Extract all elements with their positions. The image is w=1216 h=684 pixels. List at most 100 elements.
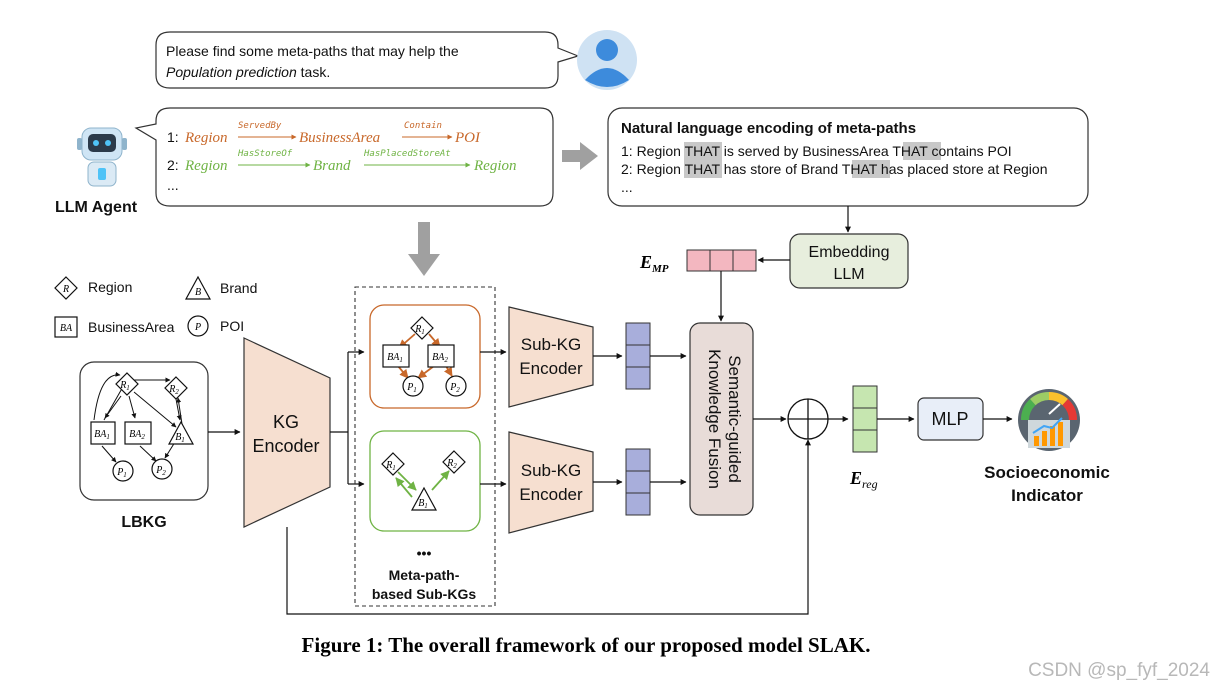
legend: R Region B Brand BA BusinessArea P POI [54, 275, 257, 338]
lbkg-node-ba1: BA1 [90, 421, 116, 445]
metapath-1-node-businessarea: BusinessArea [299, 130, 380, 146]
svg-text:POI: POI [220, 318, 244, 334]
svg-text:B: B [195, 287, 201, 298]
svg-text:P1: P1 [406, 382, 417, 394]
subkg-orange-node-ba1: BA1 [382, 344, 410, 368]
legend-poi: P POI [187, 315, 244, 337]
subkg-encoder-2: Sub-KG Encoder [508, 431, 594, 534]
svg-text:KG: KG [273, 412, 299, 432]
user-request-line2: Population prediction task. [166, 64, 330, 80]
agent-label: LLM Agent [55, 199, 138, 216]
that-highlight [684, 160, 722, 178]
lbkg-node-p2: P2 [151, 458, 173, 480]
robot-icon [77, 127, 127, 187]
indicator-label-line2: Indicator [1011, 486, 1083, 505]
gauge-chart-icon [1018, 389, 1080, 451]
svg-text:R1: R1 [119, 380, 130, 392]
gray-arrow-right [562, 142, 598, 170]
lbkg-label: LBKG [121, 514, 166, 531]
gray-arrow-down [408, 222, 440, 276]
watermark: CSDN @sp_fyf_2024 [1028, 660, 1210, 681]
user-avatar-icon [577, 30, 637, 90]
svg-text:Sub-KG: Sub-KG [521, 335, 581, 354]
agent-speech-bubble: 1: Region ServedBy BusinessArea Contain … [134, 107, 554, 207]
subkg-encoder-1: Sub-KG Encoder [508, 306, 594, 408]
e-reg-label: Ereg [849, 468, 878, 491]
svg-text:BA: BA [60, 323, 73, 334]
that-highlight [684, 142, 722, 160]
svg-text:B1: B1 [175, 432, 185, 444]
subkg-green-node-b1: B1 [410, 486, 438, 511]
nl-encoding-line2: 2: Region THAT has store of Brand THAT h… [621, 161, 1048, 177]
embedding-llm-box: Embedding LLM [789, 233, 909, 289]
svg-text:B1: B1 [418, 498, 428, 510]
sum-operator-icon [787, 398, 829, 440]
svg-text:Embedding: Embedding [809, 244, 890, 261]
task-name: Population prediction [166, 64, 297, 80]
svg-text:P2: P2 [449, 382, 460, 394]
svg-text:Semantic-guided: Semantic-guided [725, 355, 744, 483]
legend-region: R Region [54, 276, 132, 300]
metapath-1-node-region: Region [184, 130, 228, 146]
lbkg-graph: R1 R2 BA1 BA2 B1 P1 P2 [79, 361, 209, 501]
svg-text:BA1: BA1 [94, 429, 110, 441]
subkg-embedding-2 [625, 448, 651, 516]
svg-text:Encoder: Encoder [519, 359, 583, 378]
legend-brand: B Brand [184, 275, 257, 300]
legend-businessarea: BA BusinessArea [54, 316, 175, 338]
that-highlight [852, 160, 890, 178]
metapath-2-rel-hasplacedstoreat: HasPlacedStoreAt [363, 149, 451, 159]
svg-text:Region: Region [88, 279, 132, 295]
svg-text:R: R [62, 284, 69, 295]
agent-ellipsis: ... [167, 177, 179, 193]
nl-encoding-line1: 1: Region THAT is served by BusinessArea… [621, 143, 1012, 159]
subkg-orange-node-p1: P1 [402, 375, 424, 397]
svg-text:Brand: Brand [220, 280, 257, 296]
svg-text:BA2: BA2 [129, 429, 145, 441]
svg-text:BA2: BA2 [432, 352, 448, 364]
subkg-orange-node-ba2: BA2 [427, 344, 455, 368]
metapath-1-rel-servedby: ServedBy [238, 121, 282, 131]
e-mp-vector [686, 249, 757, 272]
nl-encoding-title: Natural language encoding of meta-paths [621, 120, 916, 137]
metapath-1-rel-contain: Contain [404, 121, 442, 131]
svg-text:P: P [194, 322, 201, 333]
figure-caption: Figure 1: The overall framework of our p… [302, 633, 871, 657]
subkg-orange-node-p2: P2 [445, 375, 467, 397]
svg-text:P1: P1 [116, 467, 127, 479]
kg-encoder: KG Encoder [243, 337, 331, 528]
that-highlight [903, 142, 941, 160]
svg-text:BA1: BA1 [387, 352, 403, 364]
svg-text:P2: P2 [155, 465, 166, 477]
subkgs-container: R1 BA1 BA2 P1 P2 R1 [354, 286, 496, 607]
lbkg-node-b1: B1 [167, 420, 195, 445]
indicator-label-line1: Socioeconomic [984, 463, 1110, 482]
lbkg-node-r2: R2 [164, 376, 188, 400]
user-speech-bubble: Please find some meta-paths that may hel… [155, 31, 580, 89]
subkg-green-node-r1: R1 [381, 452, 405, 476]
subkg-green [369, 430, 481, 532]
subkgs-label-line1: Meta-path- [389, 567, 460, 583]
svg-text:Encoder: Encoder [252, 436, 319, 456]
svg-text:Sub-KG: Sub-KG [521, 461, 581, 480]
lbkg-node-r1: R1 [115, 372, 139, 396]
svg-text:R1: R1 [414, 324, 425, 336]
nl-encoding-ellipsis: ... [621, 179, 633, 195]
svg-text:Knowledge Fusion: Knowledge Fusion [705, 349, 724, 489]
metapath-1-node-poi: POI [454, 130, 481, 146]
lbkg-node-ba2: BA2 [124, 421, 152, 445]
subkg-green-node-r2: R2 [442, 450, 466, 474]
user-request-line1: Please find some meta-paths that may hel… [166, 43, 459, 59]
e-mp-label: EMP [639, 252, 669, 275]
svg-text:R1: R1 [385, 460, 396, 472]
lbkg-node-p1: P1 [112, 460, 134, 482]
svg-text:LLM: LLM [833, 266, 864, 283]
knowledge-fusion-box: Semantic-guided Knowledge Fusion [689, 322, 754, 516]
mlp-box: MLP [917, 397, 984, 441]
metapath-1-number: 1: [167, 129, 179, 145]
svg-text:R2: R2 [446, 458, 457, 470]
metapath-2-node-brand: Brand [313, 158, 351, 174]
subkg-orange-node-r1: R1 [410, 316, 434, 340]
subkgs-ellipsis: ••• [417, 545, 432, 561]
metapath-2-number: 2: [167, 157, 179, 173]
